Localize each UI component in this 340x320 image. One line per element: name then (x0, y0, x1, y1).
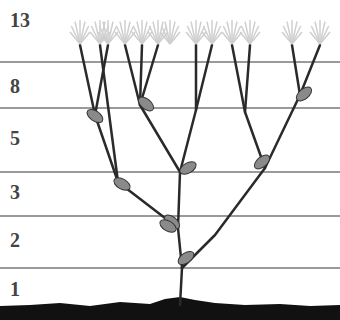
level-line (0, 61, 340, 63)
petal (170, 32, 180, 44)
petal (142, 32, 152, 44)
branch (100, 45, 118, 182)
branch (245, 45, 265, 168)
flower (186, 20, 206, 44)
branch (80, 45, 178, 228)
petal (212, 32, 222, 44)
flower (282, 20, 302, 44)
branch (180, 268, 182, 305)
leaf (178, 159, 199, 177)
petal (80, 32, 90, 44)
flower (310, 20, 330, 44)
leaf (136, 94, 156, 113)
level-number: 5 (10, 128, 20, 148)
petal (232, 32, 242, 44)
flower (222, 20, 242, 44)
level-line (0, 267, 340, 269)
branch (178, 45, 212, 268)
petal (320, 32, 330, 44)
petal (292, 32, 302, 44)
flower (202, 20, 222, 44)
branch (140, 45, 142, 105)
flower (240, 20, 260, 44)
level-line (0, 171, 340, 173)
level-number: 1 (10, 279, 20, 299)
level-number: 2 (10, 230, 20, 250)
branch (195, 45, 198, 110)
petal (196, 32, 206, 44)
leaf (112, 175, 133, 193)
leaf (158, 217, 179, 235)
level-number: 8 (10, 76, 20, 96)
flower (160, 20, 180, 44)
flower (70, 20, 90, 44)
level-line (0, 107, 340, 109)
flower (90, 20, 110, 44)
branch (140, 45, 158, 105)
branch (292, 45, 300, 95)
branch (232, 45, 245, 112)
ground (0, 297, 340, 320)
leaf (294, 84, 314, 103)
leaf (252, 152, 272, 171)
leaf (176, 249, 196, 268)
level-number: 13 (10, 10, 30, 30)
level-number: 3 (10, 182, 20, 202)
leaf (85, 107, 105, 126)
branch (125, 45, 180, 172)
petal (250, 32, 260, 44)
flower (132, 20, 152, 44)
